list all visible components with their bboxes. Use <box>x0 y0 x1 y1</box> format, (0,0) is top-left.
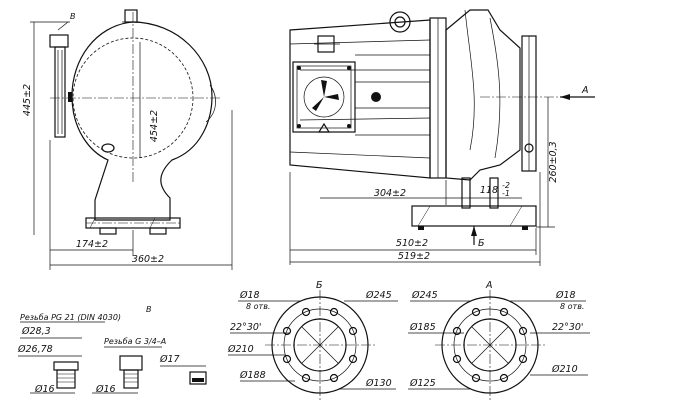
side-dim-118: 118 <box>480 185 498 196</box>
flange-b-d210: Ø210 <box>227 344 254 355</box>
flange-b-holes: Ø18 <box>239 290 260 301</box>
side-dim-118-lower: -1 <box>502 189 510 198</box>
side-dim-260: 260±0,3 <box>548 141 559 182</box>
front-detail-ref: В <box>70 12 76 21</box>
front-dim-445: 445±2 <box>22 84 33 116</box>
detail-v-d28: Ø28,3 <box>21 326 51 337</box>
side-dim-304: 304±2 <box>374 188 406 199</box>
side-arrow-b: Б <box>478 238 485 249</box>
side-view: А Б 304±2 118 -2 -1 260±0,3 510±2 519 <box>289 9 595 266</box>
detail-v-d17: Ø17 <box>159 354 180 365</box>
flange-b-title: Б <box>316 280 323 291</box>
detail-v-thread-pg: Резьба PG 21 (DIN 4030) <box>20 313 121 322</box>
flange-a-d185: Ø185 <box>409 322 436 333</box>
side-dim-118-upper: -2 <box>502 181 510 190</box>
detail-v-d16b: Ø16 <box>95 384 116 395</box>
flange-b-d245: Ø245 <box>365 290 392 301</box>
side-dim-519: 519±2 <box>398 251 430 262</box>
flange-b-view: Б Ø18 8 отв. 22°30' Ø210 Ø188 Ø245 Ø130 <box>227 280 398 400</box>
detail-v-title: В <box>146 305 152 314</box>
detail-v: В Резьба PG 21 (DIN 4030) Ø28,3 Ø26,78 Ø… <box>17 305 207 395</box>
front-view: В 445±2 454±2 174 <box>22 9 233 270</box>
detail-v-d26: Ø26,78 <box>17 344 53 355</box>
detail-v-thread-g: Резьба G 3/4–A <box>104 337 166 346</box>
flange-b-d130: Ø130 <box>365 378 392 389</box>
flange-a-holes-count: 8 отв. <box>560 302 584 311</box>
flange-a-d245: Ø245 <box>411 290 438 301</box>
side-arrow-a: А <box>581 85 589 96</box>
flange-a-d125: Ø125 <box>409 378 436 389</box>
front-dim-360: 360±2 <box>132 254 164 265</box>
flange-b-angle: 22°30' <box>230 322 262 333</box>
flange-b-holes-count: 8 отв. <box>246 302 270 311</box>
front-dim-454: 454±2 <box>149 110 160 142</box>
flange-a-view: А Ø245 Ø185 Ø125 Ø18 8 отв. 22°30' Ø210 <box>408 280 590 400</box>
flange-a-title: А <box>485 280 493 291</box>
flange-a-d210: Ø210 <box>551 364 578 375</box>
flange-b-d188: Ø188 <box>239 370 266 381</box>
flange-a-holes: Ø18 <box>555 290 576 301</box>
flange-a-angle: 22°30' <box>552 322 584 333</box>
front-dim-174: 174±2 <box>76 239 108 250</box>
side-dim-510: 510±2 <box>396 238 428 249</box>
detail-v-d16a: Ø16 <box>34 384 55 395</box>
